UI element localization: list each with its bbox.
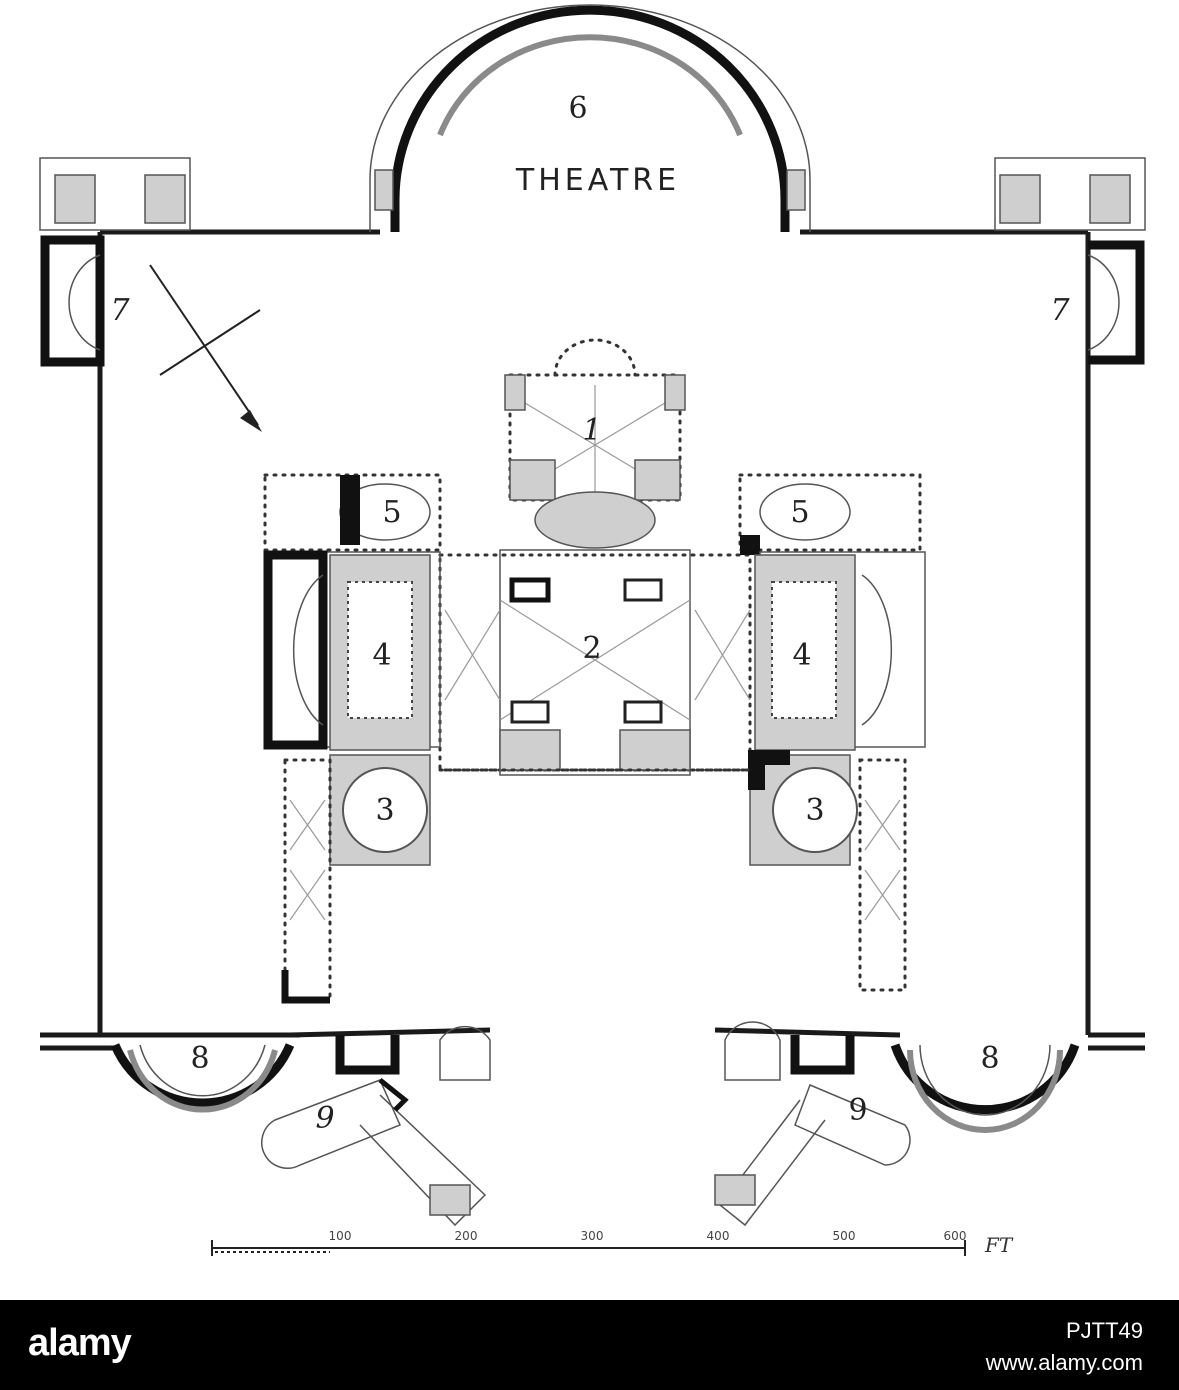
- scale-tick-label: 500: [833, 1229, 856, 1243]
- scale-tick-label: 600: [944, 1229, 967, 1243]
- scale-tick-label: 200: [455, 1229, 478, 1243]
- exedra-8-right: [890, 1043, 1080, 1133]
- image-id: PJTT49: [1065, 1318, 1143, 1343]
- room-7-right-label: 7: [1050, 293, 1070, 328]
- structure-9-right: [714, 1021, 911, 1227]
- scale-bar: 100 200 300 400 500 600 FT: [211, 1229, 1014, 1257]
- exedra-left: [40, 235, 105, 367]
- exedra-8-left: [110, 1043, 295, 1113]
- corner-block-left: [39, 157, 191, 231]
- room-8-left-label: 8: [190, 1041, 209, 1076]
- site-url: www.alamy.com: [985, 1350, 1143, 1375]
- scale-tick-label: 400: [707, 1229, 730, 1243]
- room-3-left-label: 3: [375, 793, 394, 828]
- room-9-right-label: 9: [848, 1093, 867, 1128]
- theatre-label: THEATRE: [515, 163, 680, 198]
- north-arrow-icon: [149, 264, 262, 432]
- room-9-left-label: 9: [315, 1101, 334, 1136]
- central-block: [263, 338, 926, 1004]
- room-4-left-label: 4: [372, 638, 391, 673]
- watermark-footer: alamy PJTT49 www.alamy.com: [0, 1300, 1179, 1390]
- scale-tick-label: 100: [329, 1229, 352, 1243]
- room-3-right-label: 3: [805, 793, 824, 828]
- theatre: [369, 4, 811, 232]
- room-7-left-label: 7: [110, 293, 130, 328]
- room-8-right-label: 8: [980, 1041, 999, 1076]
- floor-plan: THEATRE 6 7 7 1 2 3 3 4 4 5 5 8 8 9 9 10…: [39, 4, 1146, 1257]
- scale-unit-label: FT: [984, 1233, 1014, 1257]
- room-6-label: 6: [568, 91, 587, 126]
- room-5-right-label: 5: [790, 495, 809, 530]
- corner-block-right: [994, 157, 1146, 231]
- exedra-right: [1087, 240, 1145, 365]
- room-2-label: 2: [582, 631, 601, 666]
- scale-tick-label: 300: [581, 1229, 604, 1243]
- brand-logo: alamy: [28, 1322, 132, 1364]
- room-4-right-label: 4: [792, 638, 811, 673]
- room-5-left-label: 5: [382, 495, 401, 530]
- room-1-label: 1: [582, 413, 601, 448]
- structure-9-left: [261, 1025, 491, 1227]
